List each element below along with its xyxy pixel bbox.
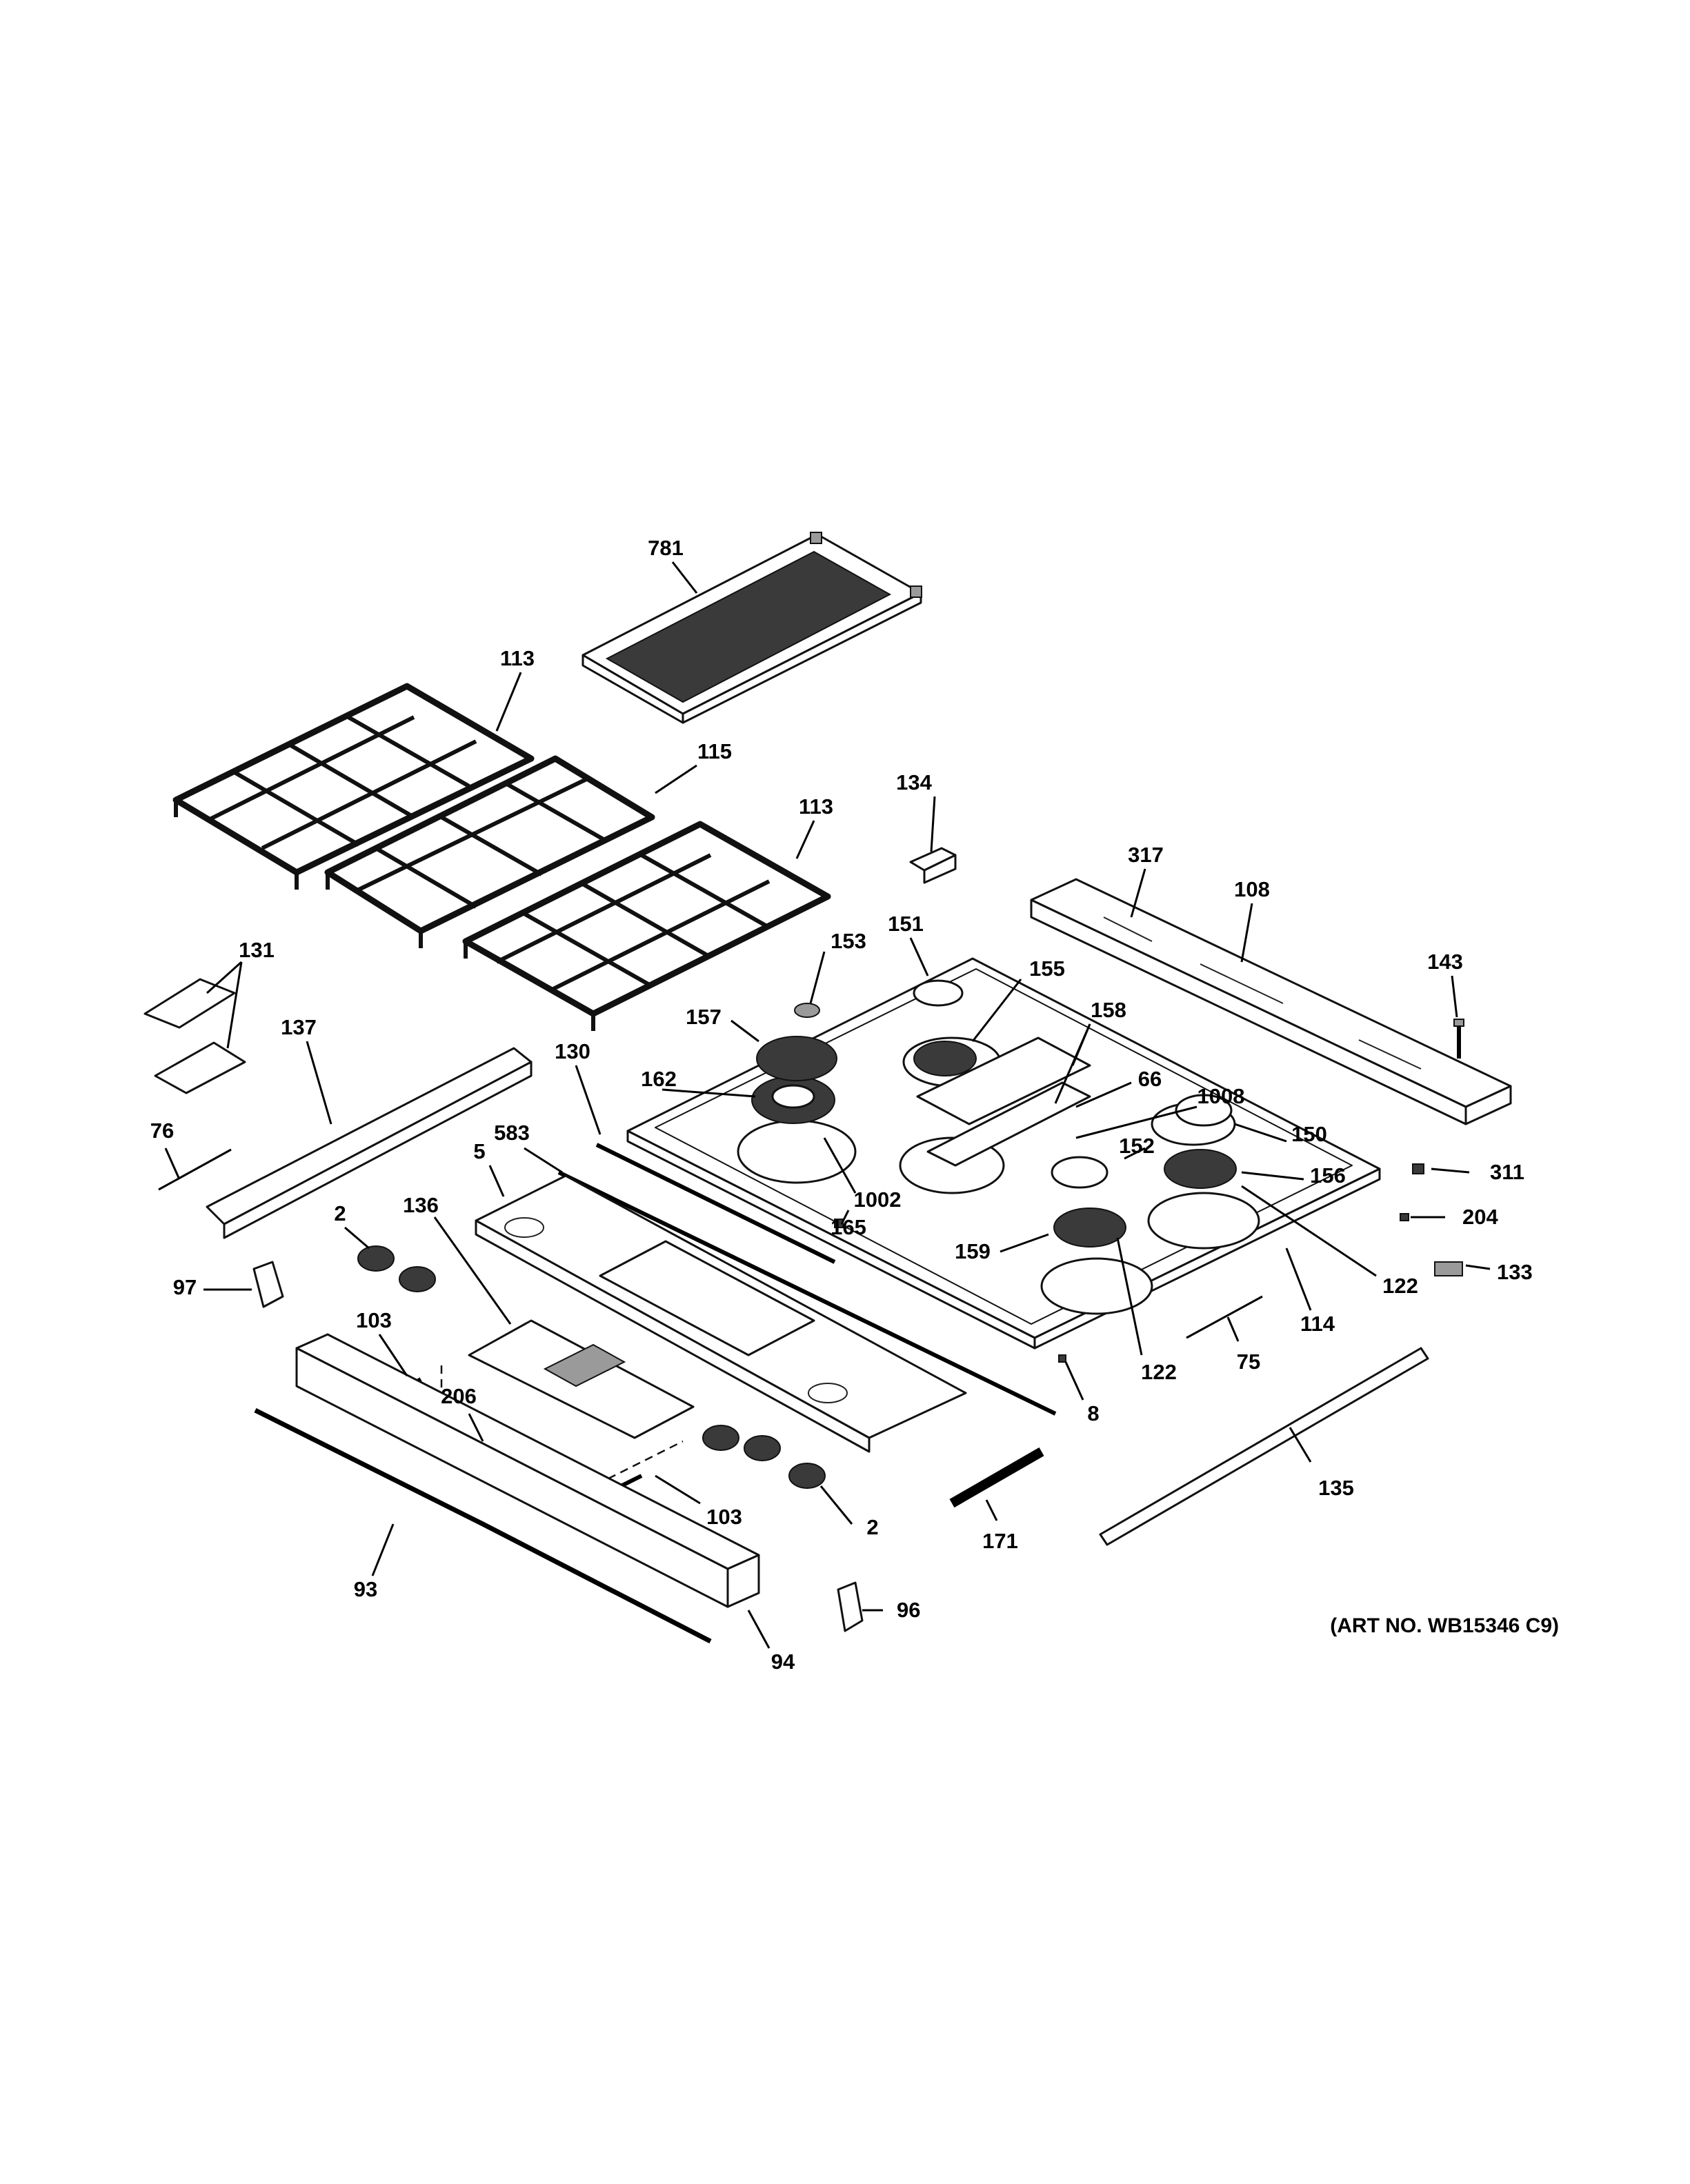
callout-171: 171: [982, 1529, 1018, 1553]
art-number-caption: (ART NO. WB15346 C9): [1330, 1614, 1559, 1637]
bracket-97-drawing: [252, 1261, 284, 1308]
griddle-781-drawing: [581, 532, 922, 724]
callout-103-bottom: 103: [706, 1505, 742, 1529]
trim-93-drawing: [254, 1407, 712, 1644]
rail-137-drawing: [206, 1047, 533, 1239]
callout-317: 317: [1128, 843, 1164, 867]
callout-8: 8: [1087, 1401, 1099, 1425]
callout-122-bottom: 122: [1141, 1360, 1177, 1384]
grate-113-left-drawing: [172, 683, 535, 890]
callout-781: 781: [648, 536, 684, 560]
strip-130-583-drawing: [557, 1143, 1057, 1416]
callout-311: 311: [1490, 1160, 1524, 1184]
callout-206: 206: [441, 1384, 477, 1408]
callout-151: 151: [888, 912, 924, 936]
callout-162: 162: [641, 1067, 677, 1091]
callout-137: 137: [281, 1015, 317, 1039]
callout-130: 130: [555, 1039, 590, 1063]
control-panel-5-drawing: [475, 1174, 967, 1453]
harness-171-drawing: [949, 1447, 1044, 1508]
burner-heads-drawing: [751, 979, 1237, 1248]
callout-108: 108: [1234, 877, 1270, 901]
callout-5: 5: [473, 1139, 485, 1163]
screw-143-drawing: [1453, 1019, 1464, 1059]
callout-204: 204: [1462, 1205, 1498, 1229]
callout-156: 156: [1310, 1163, 1346, 1188]
callout-155: 155: [1029, 956, 1065, 981]
callout-97: 97: [173, 1275, 197, 1299]
callout-96: 96: [897, 1598, 920, 1622]
bracket-96-drawing: [837, 1581, 864, 1632]
callout-159: 159: [955, 1239, 991, 1263]
grate-113-right-drawing: [462, 821, 831, 1031]
callout-143: 143: [1427, 950, 1463, 974]
front-panel-94-drawing: [295, 1333, 760, 1608]
callout-103-top: 103: [356, 1308, 392, 1332]
rod-76-drawing: [158, 1148, 232, 1191]
callout-165: 165: [831, 1215, 866, 1239]
callout-2-right: 2: [866, 1515, 878, 1539]
callout-114: 114: [1300, 1312, 1335, 1336]
rod-75-drawing: [1186, 1295, 1263, 1339]
callout-122-right: 122: [1382, 1274, 1418, 1298]
leader-lines: [164, 561, 1491, 1649]
shield-131-drawing: [143, 978, 246, 1094]
grate-115-center-drawing: [324, 755, 655, 948]
callout-131: 131: [239, 938, 275, 962]
callout-150: 150: [1291, 1122, 1327, 1146]
callout-66: 66: [1138, 1067, 1162, 1091]
callout-135: 135: [1318, 1476, 1354, 1500]
callout-76: 76: [150, 1119, 174, 1143]
callout-157: 157: [686, 1005, 722, 1029]
callout-153: 153: [831, 929, 866, 953]
callout-1008: 1008: [1197, 1084, 1245, 1108]
callout-113-left: 113: [500, 646, 535, 670]
callout-1002: 1002: [854, 1188, 902, 1212]
knobs-2-drawing: [357, 1245, 826, 1489]
bracket-134-drawing: [909, 847, 957, 884]
back-trim-317-drawing: [1030, 878, 1512, 1125]
callout-134: 134: [896, 770, 932, 794]
callout-133: 133: [1497, 1260, 1533, 1284]
callout-583: 583: [494, 1121, 530, 1145]
callout-113-right: 113: [799, 794, 833, 819]
callout-94: 94: [771, 1650, 795, 1674]
callout-152: 152: [1119, 1134, 1155, 1158]
callout-labels: 781 113 115 113 134 317 108 143 131 153 …: [150, 536, 1559, 1674]
callout-75: 75: [1237, 1350, 1260, 1374]
rail-135-drawing: [1099, 1347, 1429, 1546]
callout-136: 136: [403, 1193, 439, 1217]
keypad-136-drawing: [468, 1319, 695, 1439]
callout-93: 93: [354, 1577, 377, 1601]
callout-158: 158: [1091, 998, 1126, 1022]
callout-2-left: 2: [334, 1201, 346, 1225]
fasteners-drawing: [834, 1163, 1463, 1363]
callout-115: 115: [697, 739, 732, 763]
